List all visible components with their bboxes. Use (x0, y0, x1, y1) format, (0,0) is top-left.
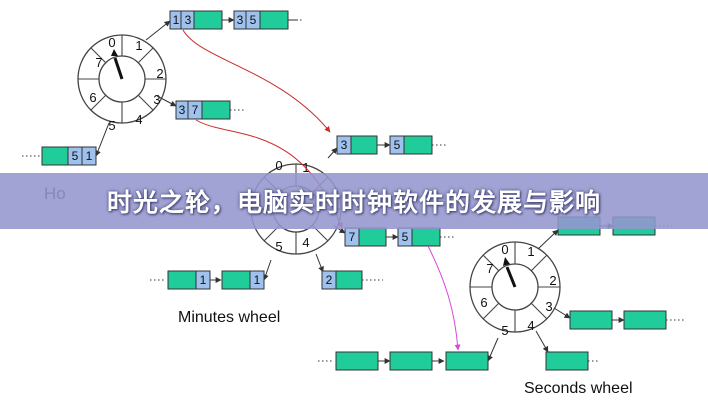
hours-cells: 1 3 3 5 3 7 5 1 (41, 10, 289, 166)
cascade-arrow-red (182, 29, 331, 133)
list-node: 1 3 (169, 10, 223, 30)
wheel-digit: 2 (549, 273, 556, 288)
minutes-slot-lines (150, 142, 456, 283)
node-value: 1 (86, 149, 93, 163)
list-node: 3 7 (175, 100, 231, 120)
wheel-digit: 3 (545, 299, 552, 314)
wheel-digit: 4 (135, 112, 142, 127)
wheel-digit: 2 (156, 66, 163, 81)
minutes-cells: 3 5 7 5 1 1 2 (167, 135, 441, 290)
list-node: 7 (344, 227, 387, 247)
title-banner: 时光之轮，电脑实时时钟软件的发展与影响 (0, 173, 708, 229)
node-value: 7 (192, 103, 199, 117)
node-value: 1 (254, 273, 261, 287)
list-node: 1 (167, 270, 211, 290)
wheel-digit: 4 (527, 318, 534, 333)
wheel-digit: 0 (501, 242, 508, 257)
list-node: 3 5 (233, 10, 289, 30)
node-value: 3 (179, 103, 186, 117)
wheel-digit: 5 (108, 118, 115, 133)
seconds-wheel-label: Seconds wheel (524, 380, 633, 397)
list-node (389, 351, 433, 371)
wheel-digit: 5 (275, 239, 282, 254)
node-value: 5 (72, 149, 79, 163)
clock-hand (505, 266, 517, 288)
wheel-digit: 6 (89, 90, 96, 105)
list-node: 3 (336, 135, 378, 155)
node-value: 2 (326, 273, 333, 287)
wheel-digit: 4 (302, 235, 309, 250)
node-value: 1 (200, 273, 207, 287)
list-node: 1 (221, 270, 265, 290)
seconds-wheel: 0 1 2 3 4 5 6 7 (469, 241, 561, 338)
list-node: 5 1 (41, 146, 97, 166)
list-node (445, 351, 489, 371)
clock-hand (113, 57, 124, 80)
list-node: 5 (389, 135, 433, 155)
node-value: 3 (185, 13, 192, 27)
wheel-digit: 0 (108, 35, 115, 50)
wheel-digit: 6 (480, 295, 487, 310)
node-value: 5 (250, 13, 257, 27)
cascade-arrow-magenta (427, 245, 461, 351)
hours-slot-lines (22, 17, 304, 157)
node-value: 3 (341, 138, 348, 152)
minutes-wheel-label: Minutes wheel (178, 309, 280, 326)
list-node: 2 (321, 270, 363, 290)
wheel-digit: 3 (153, 92, 160, 107)
wheel-digit: 1 (135, 38, 142, 53)
list-node (623, 310, 667, 330)
node-value: 5 (394, 138, 401, 152)
node-value: 3 (237, 13, 244, 27)
wheel-digit: 0 (275, 158, 282, 173)
list-node (545, 351, 589, 371)
list-node (569, 310, 613, 330)
wheel-digit: 7 (486, 261, 493, 276)
wheel-digit: 5 (501, 323, 508, 338)
node-value: 5 (402, 230, 409, 244)
node-value: 1 (173, 13, 180, 27)
banner-title: 时光之轮，电脑实时时钟软件的发展与影响 (106, 188, 601, 217)
hours-wheel: 0 1 2 3 4 5 6 7 (77, 34, 167, 133)
wheel-digit: 7 (95, 55, 102, 70)
list-node (335, 351, 379, 371)
wheel-digit: 1 (527, 244, 534, 259)
list-node: 5 (397, 227, 441, 247)
node-value: 7 (349, 230, 356, 244)
